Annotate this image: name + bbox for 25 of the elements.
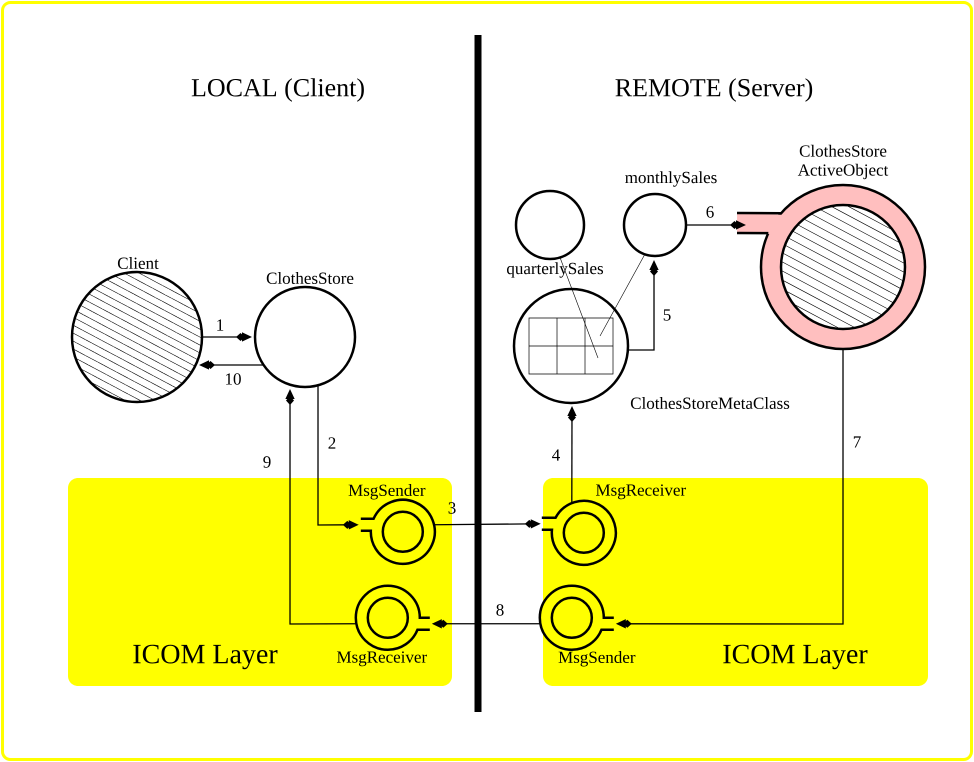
layer-label: ICOM Layer <box>133 644 278 670</box>
port-label: MsgReceiver <box>596 484 686 500</box>
edge-label: 9 <box>263 456 271 468</box>
layer-label: ICOM Layer <box>723 644 868 670</box>
leader-line <box>600 254 646 336</box>
edge-label: 1 <box>217 319 224 331</box>
edge-label: 5 <box>664 309 671 321</box>
port-label: MsgSender <box>348 484 426 500</box>
section-heading: LOCAL (Client) <box>192 78 364 102</box>
edge-label: 7 <box>854 436 861 448</box>
edge-label: 8 <box>496 604 504 616</box>
edge-label: 4 <box>552 449 560 461</box>
edge-label: 3 <box>448 502 456 514</box>
edge-label: 6 <box>706 206 714 218</box>
object-label: ClothesStore <box>265 271 355 285</box>
object-label: ClothesStore ActiveObject <box>784 144 902 180</box>
leader-line <box>560 257 598 358</box>
edge-label: 10 <box>226 373 241 385</box>
object-label: ClothesStoreMetaClass <box>629 396 791 410</box>
edge-label: 2 <box>328 437 336 449</box>
port-label: MsgSender <box>558 651 636 667</box>
port-label: MsgReceiver <box>336 651 427 666</box>
object-label: monthlySales <box>624 170 718 188</box>
object-label: Client <box>116 256 160 270</box>
section-heading: REMOTE (Server) <box>615 78 812 102</box>
